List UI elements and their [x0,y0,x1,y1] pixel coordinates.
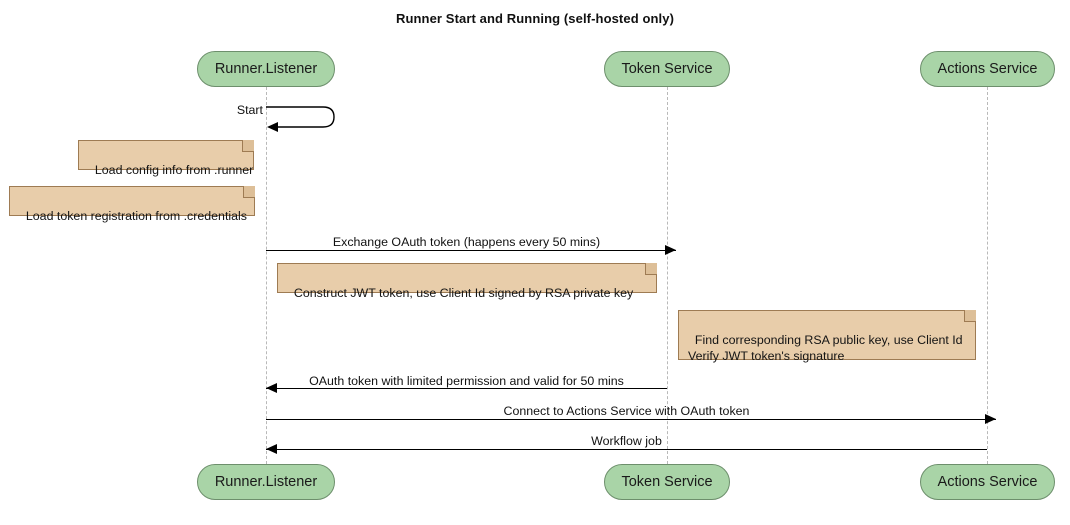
participant-label: Actions Service [937,474,1038,490]
participant-label: Token Service [621,61,713,77]
message-label-workflow-job: Workflow job [591,434,662,448]
arrowhead-left [266,383,277,393]
participant-actions-top[interactable]: Actions Service [920,51,1055,87]
participant-runner-top[interactable]: Runner.Listener [197,51,335,87]
message-line-workflow-job [266,449,987,450]
arrowhead-left [266,444,277,454]
participant-runner-bottom[interactable]: Runner.Listener [197,464,335,500]
message-line-oauth-token-reply [266,388,667,389]
note-fold-corner [243,186,255,198]
arrowhead-right [985,414,996,424]
participant-label: Runner.Listener [214,61,318,77]
message-self-start [266,101,346,135]
note-construct-jwt: Construct JWT token, use Client Id signe… [277,263,657,300]
note-fold-corner [645,263,657,275]
message-label-exchange-oauth-token: Exchange OAuth token (happens every 50 m… [332,235,601,249]
message-line-exchange-oauth-token [266,250,676,251]
note-text: Find corresponding RSA public key, use C… [688,333,963,363]
note-fold-corner [242,140,254,152]
participant-actions-bottom[interactable]: Actions Service [920,464,1055,500]
message-label-oauth-token-reply: OAuth token with limited permission and … [309,374,624,388]
note-fold-corner [964,310,976,322]
diagram-title: Runner Start and Running (self-hosted on… [395,11,675,26]
note-text: Construct JWT token, use Client Id signe… [293,286,634,300]
lifeline-runner [266,87,267,464]
lifeline-actions [987,87,988,464]
message-label-start: Start [236,103,263,117]
note-text: Load config info from .runner [94,163,254,177]
participant-label: Runner.Listener [214,474,318,490]
note-text: Load token registration from .credential… [25,209,247,223]
arrowhead-right [665,245,676,255]
lifeline-token [667,87,668,464]
participant-label: Actions Service [937,61,1038,77]
message-label-connect-actions-service: Connect to Actions Service with OAuth to… [503,404,750,418]
participant-token-top[interactable]: Token Service [604,51,730,87]
participant-token-bottom[interactable]: Token Service [604,464,730,500]
message-line-connect-actions-service [266,419,996,420]
note-load-config: Load config info from .runner [78,140,254,177]
participant-label: Token Service [621,474,713,490]
note-verify-jwt: Find corresponding RSA public key, use C… [678,310,976,363]
note-load-token-registration: Load token registration from .credential… [9,186,255,223]
